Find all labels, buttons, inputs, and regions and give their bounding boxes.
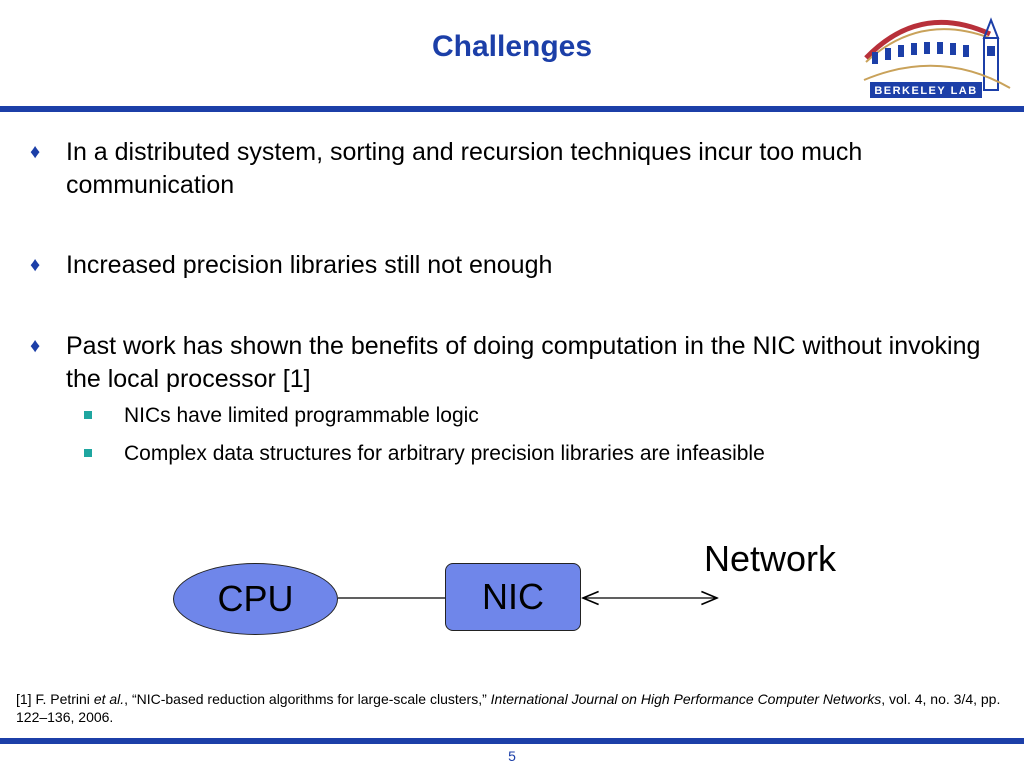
bullet-text: Increased precision libraries still not … [66,251,553,279]
network-label: Network [704,538,837,579]
bullet-item: ♦ Increased precision libraries still no… [28,249,1008,282]
square-bullet-icon [84,411,92,419]
bullet-text: Past work has shown the benefits of doin… [66,332,981,393]
title-divider [0,106,1024,112]
footnote-middle: , “NIC-based reduction algorithms for la… [124,691,491,707]
page-number: 5 [508,748,516,764]
sub-bullet-item: NICs have limited programmable logic [28,402,1008,430]
diamond-bullet-icon: ♦ [30,254,41,276]
footnote: [1] F. Petrini et al., “NIC-based reduct… [16,690,1006,726]
bullet-item: ♦ Past work has shown the benefits of do… [28,330,1008,396]
slide-title: Challenges [431,30,593,63]
logo-text: BERKELEY LAB [874,85,977,97]
sub-bullet-text: NICs have limited programmable logic [124,404,479,427]
footnote-suffix: , vol. 4, no. 3/4, pp. 122–136, 2006. [16,691,1001,725]
bullet-text: In a distributed system, sorting and rec… [66,138,863,199]
sub-bullet-item: Complex data structures for arbitrary pr… [28,440,1008,468]
footnote-prefix: [1] F. Petrini [16,691,94,707]
cpu-node: CPU [173,563,338,635]
diamond-bullet-icon: ♦ [30,141,41,163]
nic-node: NIC [445,563,581,631]
diamond-bullet-icon: ♦ [30,335,41,357]
footnote-et-al: et al. [93,691,125,707]
square-bullet-icon [84,449,92,457]
footnote-journal: International Journal on High Performanc… [490,691,882,707]
sub-bullet-text: Complex data structures for arbitrary pr… [124,442,765,465]
footer-divider [0,738,1024,744]
berkeley-lab-logo: BERKELEY LAB [860,8,1016,105]
bullet-list: ♦ In a distributed system, sorting and r… [28,136,1008,468]
bullet-item: ♦ In a distributed system, sorting and r… [28,136,1008,202]
